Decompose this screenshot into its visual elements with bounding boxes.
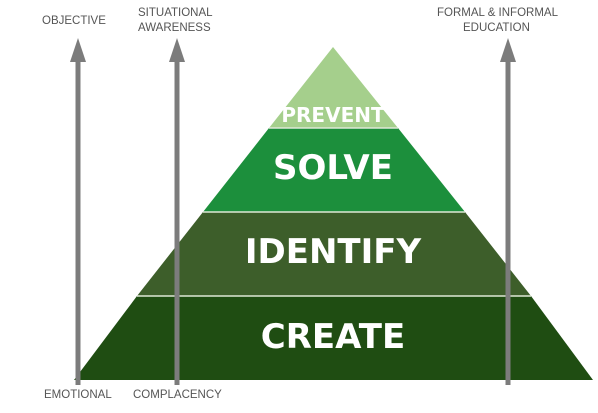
label-formal-informal-line1: FORMAL & INFORMAL bbox=[437, 7, 559, 19]
label-objective: OBJECTIVE bbox=[42, 15, 106, 27]
pyramid-tier-create bbox=[74, 296, 593, 380]
tier-label-create: CREATE bbox=[261, 317, 405, 357]
label-emotional: EMOTIONAL bbox=[44, 389, 112, 401]
arrow-objective bbox=[70, 38, 86, 385]
tier-label-solve: SOLVE bbox=[273, 148, 393, 188]
pyramid-tier-prevent bbox=[269, 47, 398, 128]
label-complacency: COMPLACENCY bbox=[133, 389, 222, 401]
label-situational-awareness-line2: AWARENESS bbox=[138, 22, 211, 34]
label-formal-informal-line2: EDUCATION bbox=[463, 22, 530, 34]
arrow-situational-awareness bbox=[169, 38, 185, 385]
arrow-formal-informal-education bbox=[500, 38, 516, 385]
pyramid-tier-identify bbox=[137, 212, 531, 296]
tier-label-prevent: PREVENT bbox=[281, 103, 385, 127]
label-situational-awareness-line1: SITUATIONAL bbox=[138, 7, 213, 19]
pyramid-tier-solve bbox=[203, 128, 465, 212]
tier-label-identify: IDENTIFY bbox=[245, 232, 422, 272]
